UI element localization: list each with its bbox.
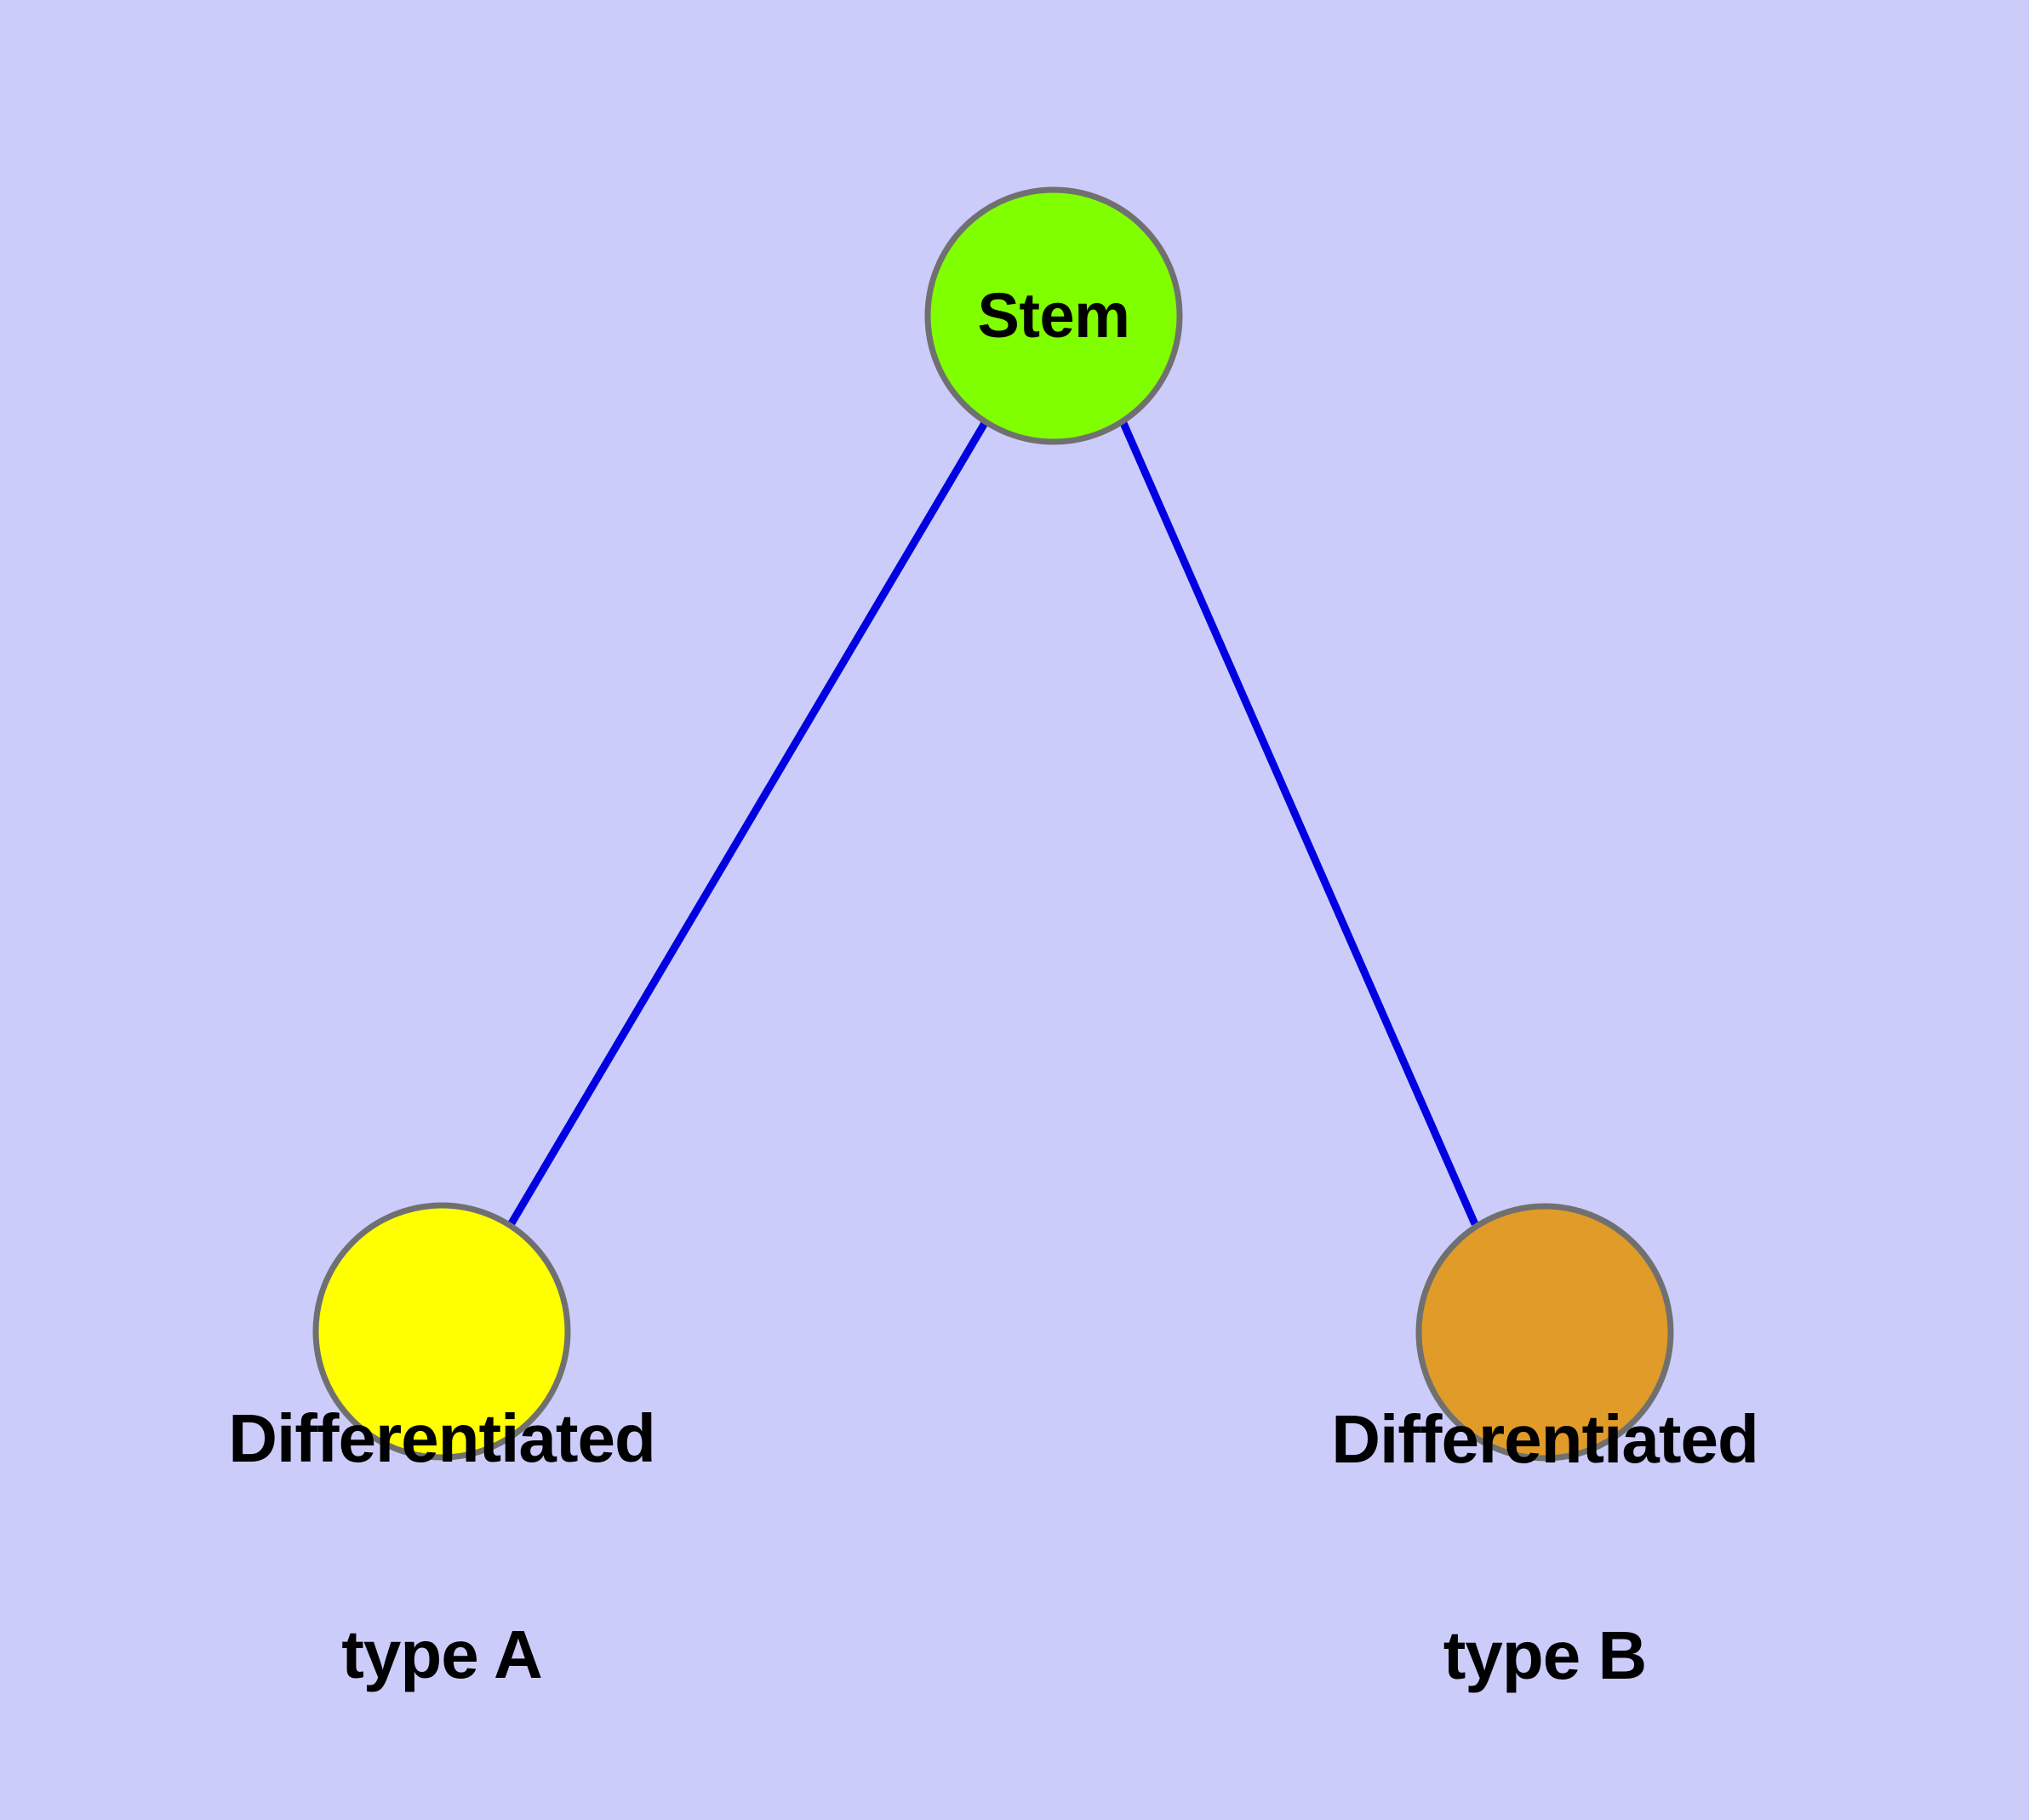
node-stem[interactable] <box>924 186 1183 445</box>
node-layer <box>312 186 1674 1462</box>
edge-layer <box>508 421 1479 1226</box>
edge-stem-to-differentiated-type-a[interactable] <box>508 421 988 1226</box>
edge-stem-to-differentiated-type-b[interactable] <box>1119 421 1479 1226</box>
node-differentiated-type-b[interactable] <box>1415 1203 1674 1462</box>
node-differentiated-type-a[interactable] <box>312 1202 571 1461</box>
